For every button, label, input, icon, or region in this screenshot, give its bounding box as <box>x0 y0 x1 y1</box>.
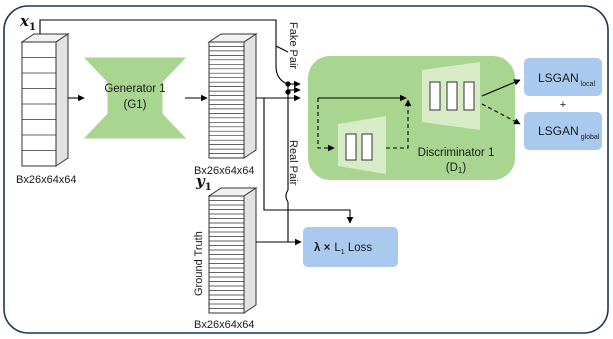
discriminator-abbr: (D1) <box>446 162 467 175</box>
real-pair-label: Real Pair <box>287 140 299 186</box>
input-tensor-stack <box>20 33 70 167</box>
generator-title: Generator 1 <box>104 83 165 95</box>
l1-loss-box <box>303 227 398 267</box>
generator-block <box>83 57 187 139</box>
fake-pair-label: Fake Pair <box>287 22 299 69</box>
lsgan-global-box <box>524 112 602 150</box>
ground-truth-label: Ground Truth <box>193 231 205 296</box>
ground-truth-tensor-stack <box>207 187 258 314</box>
discriminator-title: Discriminator 1 <box>418 147 495 159</box>
junction-dot-real <box>285 89 291 95</box>
lsgan-local-box <box>524 58 602 96</box>
input-symbol: x1 <box>19 12 36 33</box>
plus-sign: + <box>560 99 566 111</box>
input-size-label: Bx26x64x64 <box>16 174 77 186</box>
generated-tensor-stack <box>207 33 258 159</box>
ground-truth-size-label: Bx26x64x64 <box>194 319 255 331</box>
l1-loss-label: λ ×L1 Loss <box>314 242 372 256</box>
outer-frame <box>3 5 609 334</box>
junction-dot-fake <box>285 81 291 87</box>
generator-abbr: (G1) <box>124 99 147 111</box>
ground-truth-symbol: y1 <box>195 172 212 193</box>
generated-size-label: Bx26x64x64 <box>194 165 255 177</box>
